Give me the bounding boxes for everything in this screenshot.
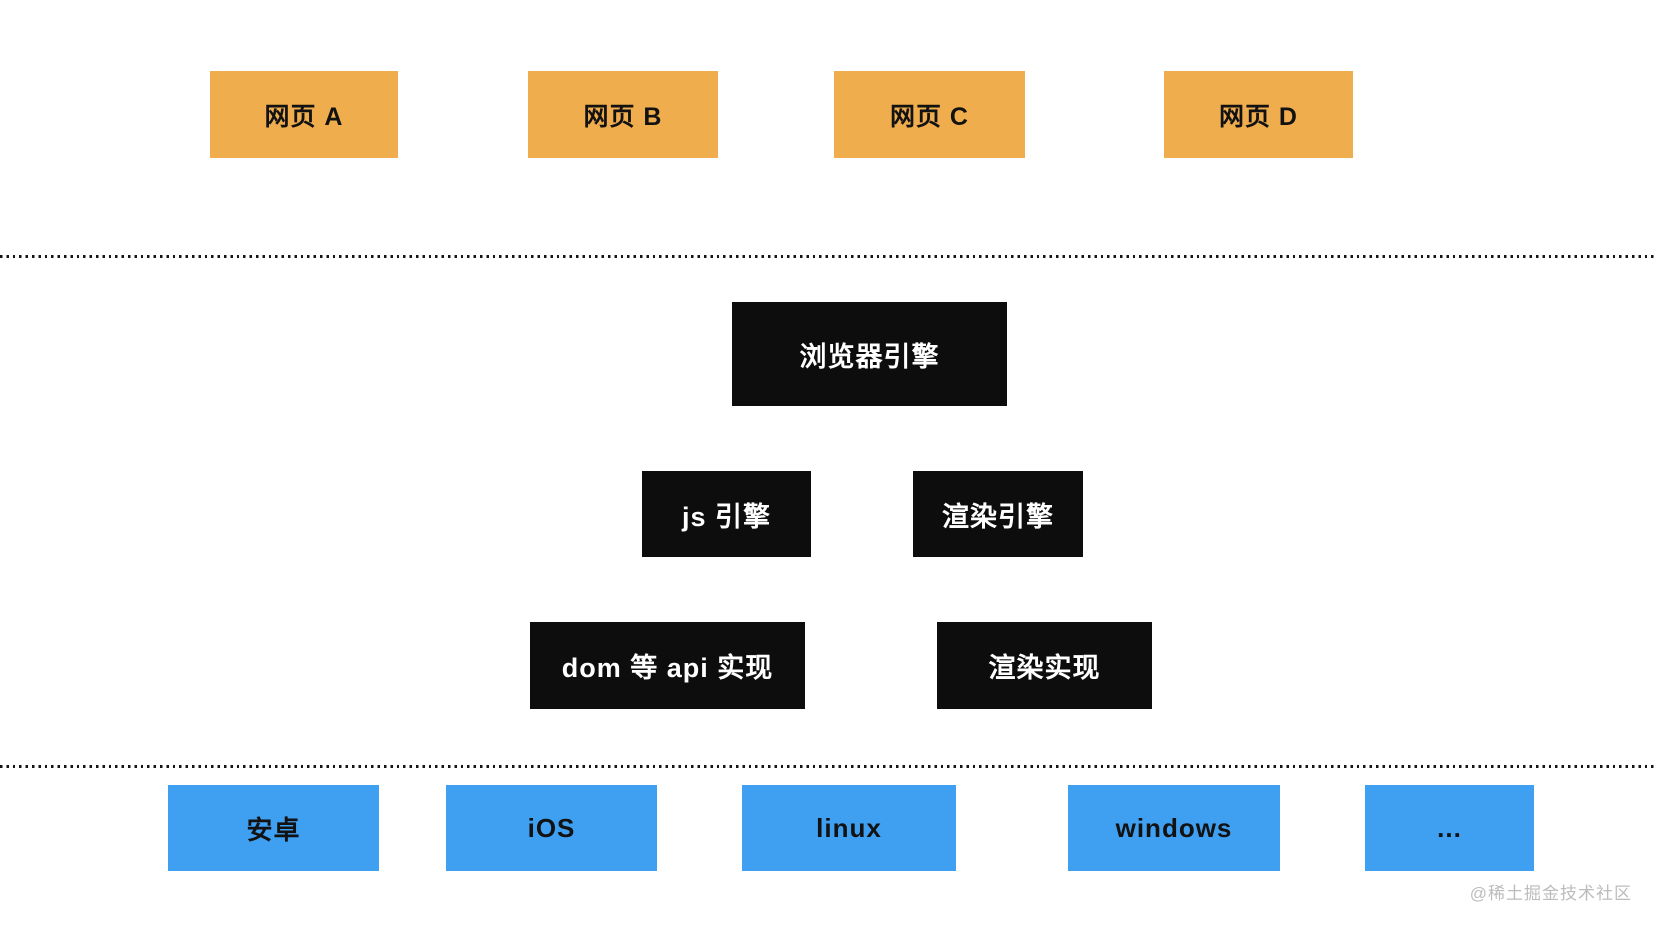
webpage-a-box: 网页 A (210, 71, 398, 158)
watermark: @稀土掘金技术社区 (1469, 884, 1632, 903)
platform-linux-label: linux (816, 812, 882, 843)
render-engine-box: 渲染引擎 (913, 471, 1083, 557)
webpage-b-box: 网页 B (528, 71, 718, 158)
webpage-c-label: 网页 C (889, 102, 969, 131)
platform-ios-box: iOS (446, 785, 657, 871)
js-engine-box: js 引擎 (642, 471, 811, 557)
render-impl-box: 渲染实现 (937, 622, 1152, 709)
layer-separator-bottom (0, 765, 1656, 768)
platform-linux-box: linux (742, 785, 956, 871)
platform-ios-label: iOS (527, 812, 576, 843)
browser-engine-box: 浏览器引擎 (732, 302, 1007, 406)
webpage-c-box: 网页 C (834, 71, 1025, 158)
platform-more-box: ... (1365, 785, 1534, 871)
render-engine-label: 渲染引擎 (942, 501, 1054, 532)
dom-api-impl-label: dom 等 api 实现 (561, 653, 774, 683)
platform-windows-box: windows (1068, 785, 1280, 871)
webpage-d-box: 网页 D (1164, 71, 1353, 158)
js-engine-label: js 引擎 (681, 501, 772, 532)
render-impl-label: 渲染实现 (988, 653, 1101, 683)
browser-engine-label: 浏览器引擎 (799, 341, 940, 372)
layer-separator-top (0, 255, 1656, 258)
webpage-d-label: 网页 D (1218, 102, 1298, 131)
platform-windows-label: windows (1115, 812, 1233, 843)
platform-android-label: 安卓 (246, 814, 301, 845)
platform-more-label: ... (1437, 812, 1462, 843)
webpage-a-label: 网页 A (264, 102, 344, 131)
dom-api-impl-box: dom 等 api 实现 (530, 622, 805, 709)
webpage-b-label: 网页 B (583, 102, 663, 131)
platform-android-box: 安卓 (168, 785, 379, 871)
